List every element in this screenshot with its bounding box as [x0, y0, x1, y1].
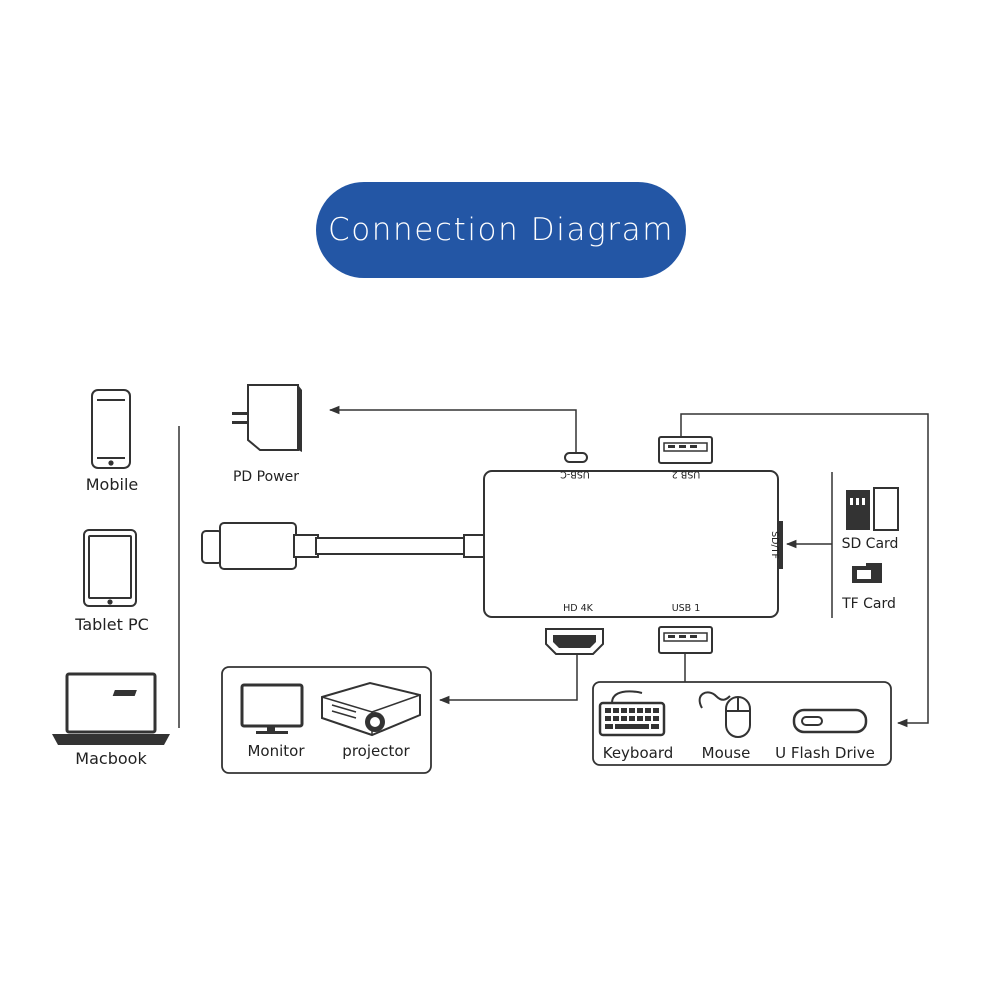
port-label-usb1: USB 1 [672, 603, 701, 614]
mouse-icon [698, 691, 751, 738]
arrow-to-pd-power [328, 405, 577, 453]
pd-power-label: PD Power [233, 469, 299, 485]
sd-card-label: SD Card [842, 536, 899, 552]
phone-icon [91, 389, 131, 469]
port-label-hd4k: HD 4K [563, 603, 594, 614]
monitor-icon [240, 683, 304, 734]
usb1-port-icon [658, 626, 713, 654]
tf-card-icon [852, 563, 882, 583]
title-banner: Connection Diagram [316, 182, 686, 278]
host-label-macbook: Macbook [75, 749, 147, 768]
port-label-usb-c: USB-C [560, 469, 590, 480]
sd-slot [778, 521, 783, 569]
usb-c-cable [201, 522, 485, 570]
arrow-usb2-to-usb-devices [680, 413, 929, 728]
monitor-label: Monitor [247, 742, 305, 760]
arrow-hdmi-to-display [438, 654, 578, 705]
hdmi-port-icon [545, 628, 604, 655]
port-label-sdtf: SD/TF [769, 531, 780, 559]
mouse-label: Mouse [702, 744, 751, 762]
flash-drive-icon [792, 708, 868, 734]
tablet-icon [83, 529, 137, 607]
keyboard-label: Keyboard [603, 744, 674, 762]
hub-body [483, 470, 779, 618]
projector-label: projector [342, 742, 410, 760]
tf-card-label: TF Card [841, 596, 896, 612]
laptop-icon [52, 672, 170, 745]
host-label-mobile: Mobile [86, 475, 138, 494]
flash-drive-label: U Flash Drive [775, 744, 875, 762]
projector-icon [112, 681, 421, 737]
keyboard-icon [598, 690, 666, 737]
page-title: Connection Diagram [327, 212, 675, 248]
power-adapter-icon [232, 384, 302, 452]
usb2-port-icon [658, 436, 713, 464]
usb-c-port-icon [564, 452, 588, 463]
host-label-tablet: Tablet PC [74, 615, 149, 634]
sd-card-icon [846, 487, 899, 531]
port-label-usb2: USB 2 [672, 469, 701, 480]
